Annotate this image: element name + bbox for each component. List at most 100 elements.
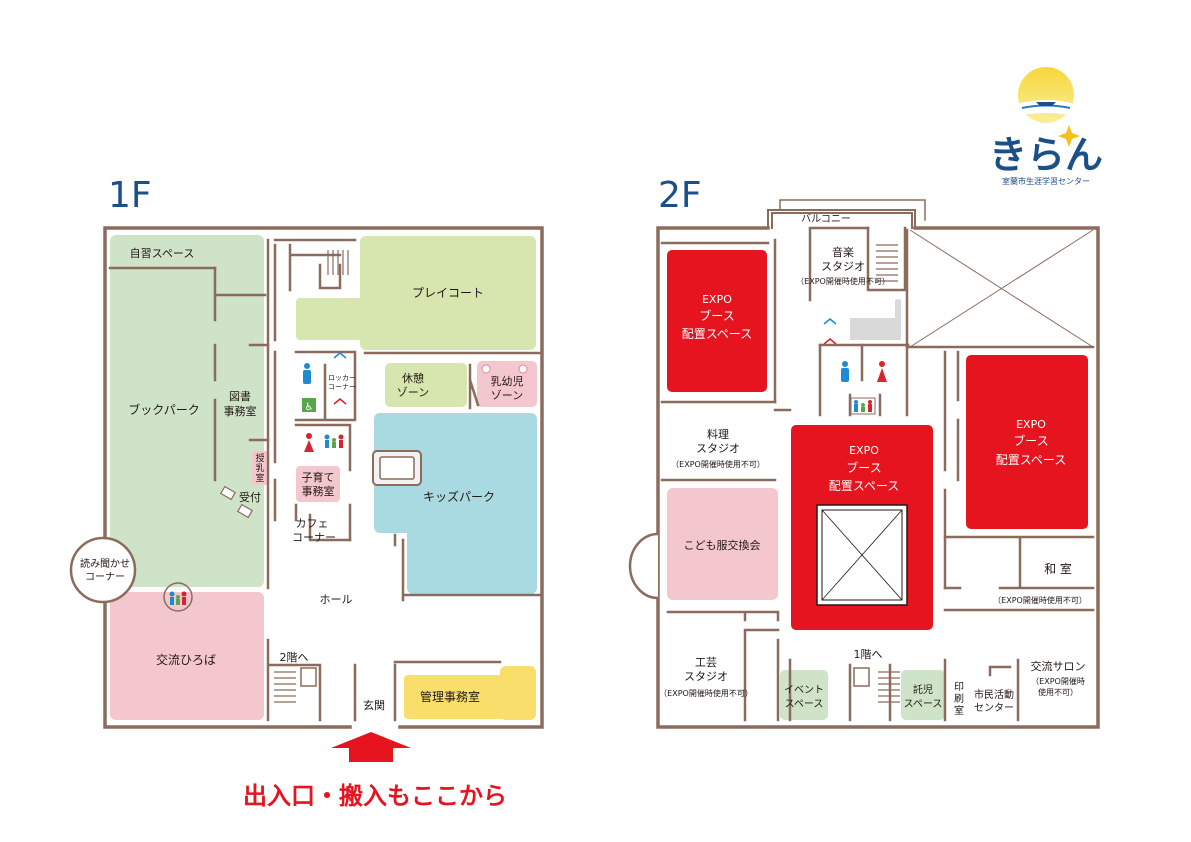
label-washitsu-note: （EXPO開催時使用不可） [993,595,1087,605]
label-expo-b-1: EXPO [1016,418,1046,431]
yomikikase-corner[interactable] [69,536,137,604]
label-ryori-1: 料理 [707,427,729,441]
label-junyu-1: 授 [255,452,264,464]
label-event-1: イベント [784,684,824,696]
label-junyu-2: 乳 [255,462,264,474]
label-locker-1: ロッカー [328,374,356,382]
label-yomikikase-1: 読み聞かせ [80,557,130,570]
stairs-icon-2f-2 [878,671,900,703]
label-kanri: 管理事務室 [420,689,480,704]
label-expo-c-1: EXPO [849,444,879,457]
label-junyu-3: 室 [255,472,264,484]
logo-subtitle: 室蘭市生涯学習センター [1002,176,1090,186]
sun-logo-icon [1018,67,1074,123]
event-space-area[interactable] [780,670,828,720]
floor-2f: バルコニー 音楽 スタジオ （EXPO開催時使用不可） EXPO ブース 配置ス… [628,199,1100,729]
label-to-1f: 1階へ [854,647,883,661]
label-tosho-2: 事務室 [224,404,257,418]
sparkle-icon [1058,125,1080,147]
label-kyukei-1: 休憩 [402,371,424,385]
logo-name: きらん [989,133,1103,177]
kosodate-office-area[interactable] [296,466,340,502]
family-restroom-icon-2f [850,397,876,415]
womens-restroom-icon [304,433,314,452]
label-insatsu-3: 室 [954,704,964,717]
label-tosho-1: 図書 [229,389,251,403]
label-expo-b-2: ブース [1013,433,1048,448]
label-kodomo: こども服交換会 [684,538,761,552]
logo: きらん 室蘭市生涯学習センター [989,67,1103,186]
stairs-icon-2f [876,244,898,282]
label-locker-2: コーナー [328,383,356,391]
label-nyuyouji-2: ゾーン [491,389,523,402]
label-shimin-1: 市民活動 [974,688,1014,701]
label-expo-c-3: 配置スペース [829,479,900,493]
label-kosodate-1: 子育て [302,470,335,484]
label-play-court: プレイコート [412,286,484,300]
label-kosodate-2: 事務室 [302,484,335,498]
stairs-icon-2 [274,671,296,703]
junyu-area[interactable] [252,451,268,485]
label-salon: 交流サロン [1031,659,1086,673]
label-expo-a-1: EXPO [702,293,732,306]
entrance-notice: 出入口・搬入もここから [243,782,507,810]
floor-1f: ♿ 自習スペース ブックパーク 図書 事務室 授 乳 室 受付 読み聞かせ コ [69,226,544,729]
label-takuji-1: 託児 [913,683,933,696]
label-insatsu-2: 刷 [954,693,964,705]
label-shimin-2: センター [974,702,1014,714]
label-washitsu: 和 室 [1044,561,1072,576]
book-park-area[interactable] [110,235,264,587]
kanri-office-annex [500,666,536,720]
label-koryu-hiroba: 交流ひろば [156,652,216,667]
label-salon-note-2: 使用不可） [1038,687,1078,697]
svg-text:♿: ♿ [305,402,314,413]
label-takuji-2: スペース [904,699,943,710]
stairs-icon [327,250,349,275]
balcony-wall [767,209,916,229]
baby-bottle-icon [518,364,528,374]
elevator-icon [300,667,317,687]
floor-title-2f: 2F [658,175,702,216]
womens-restroom-icon-2f [877,361,887,382]
play-court-area[interactable] [360,236,536,350]
label-expo-b-3: 配置スペース [996,453,1067,467]
kanri-office-area[interactable] [404,675,506,719]
label-hall: ホール [320,593,353,606]
label-expo-a-3: 配置スペース [682,327,753,341]
label-jishu: 自習スペース [130,247,195,260]
label-expo-c-2: ブース [846,460,881,475]
label-expo-a-2: ブース [699,308,734,323]
reception-desk [219,485,237,501]
kodomo-area[interactable] [667,488,778,600]
accessible-restroom-icon [302,398,316,412]
label-kyukei-2: ゾーン [397,386,429,399]
expo-space-b[interactable] [966,355,1088,529]
baby-icon [481,364,491,374]
label-kogei-2: スタジオ [684,670,728,683]
kyukei-zone-area[interactable] [385,363,467,407]
label-event-2: スペース [785,699,824,710]
interior-walls-2f [660,226,1095,722]
takuji-space-area[interactable] [901,670,945,720]
expo-space-a[interactable] [667,250,767,392]
label-cafe-1: カフェ [296,517,329,530]
koryu-hiroba-area[interactable] [110,592,264,720]
mens-restroom-icon [303,363,311,384]
play-court-annex [296,298,364,340]
label-insatsu-1: 印 [954,681,964,693]
elevator-icon-2f [853,667,870,687]
label-ongaku-1: 音楽 [832,245,854,259]
label-cafe-2: コーナー [292,531,336,544]
label-balcony: バルコニー [801,213,851,225]
label-nyuyouji-1: 乳幼児 [491,375,524,388]
label-kogei-note: （EXPO開催時使用不可） [659,688,753,698]
label-ryori-note: （EXPO開催時使用不可） [671,459,765,469]
label-to-2f: 2階へ [280,650,309,664]
bay-window [628,532,659,600]
label-book-park: ブックパーク [128,402,199,417]
label-uketsuke: 受付 [239,491,261,504]
family-restroom-icon [163,582,193,612]
mens-restroom-icon-2f [841,361,849,382]
baby-changing-icon-2f [823,318,837,345]
